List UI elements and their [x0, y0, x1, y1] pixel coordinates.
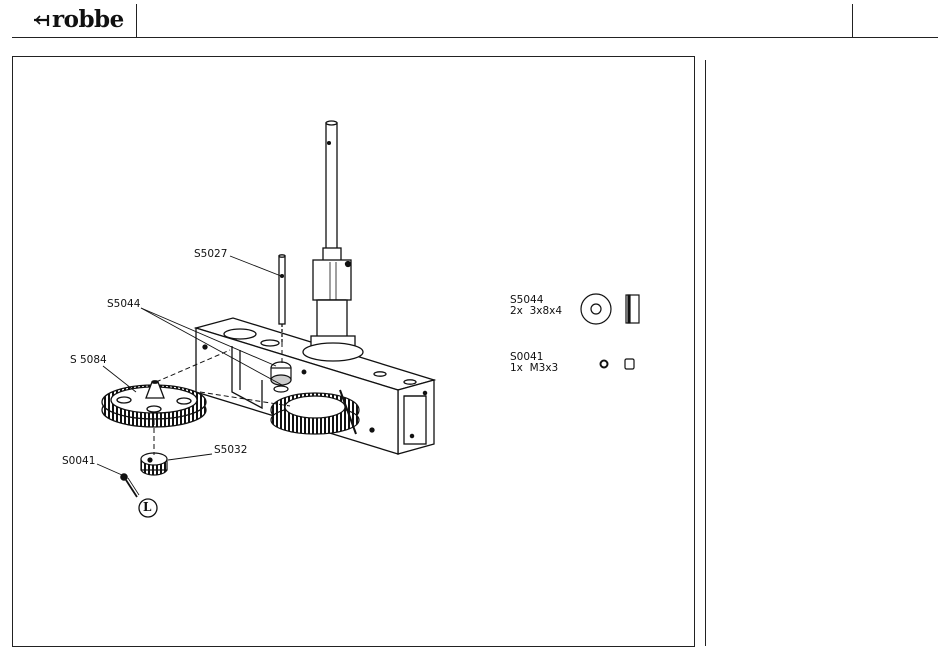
callout-s5027: S5027	[194, 249, 227, 260]
parts-qty: 2x	[510, 305, 523, 317]
parts-qty-spec: 1x M3x3	[510, 363, 558, 374]
callout-s5044: S5044	[107, 299, 140, 310]
main-shaft	[303, 121, 363, 361]
parts-item-s0041: S0041 1x M3x3	[510, 352, 543, 363]
screw-s0041-front-icon	[601, 361, 608, 368]
parts-spec: 3x8x4	[530, 305, 562, 317]
callout-s5032: S5032	[214, 445, 247, 456]
pin-s5027	[279, 255, 285, 342]
screw-s0041-side-icon	[625, 359, 634, 369]
parts-spec: M3x3	[530, 362, 559, 374]
parts-qty-spec: 2x 3x8x4	[510, 306, 562, 317]
callout-loctite: L	[143, 502, 151, 513]
callout-s0041: S0041	[62, 456, 95, 467]
pinion-s5032	[141, 453, 167, 475]
washer-s5044-front-icon	[581, 294, 611, 324]
washer-s5044-side-icon	[626, 295, 639, 323]
callout-s5084: S 5084	[70, 355, 107, 366]
grub-screw-s0041	[121, 474, 139, 497]
parts-qty: 1x	[510, 362, 523, 374]
parts-item-s5044: S5044 2x 3x8x4	[510, 295, 543, 306]
